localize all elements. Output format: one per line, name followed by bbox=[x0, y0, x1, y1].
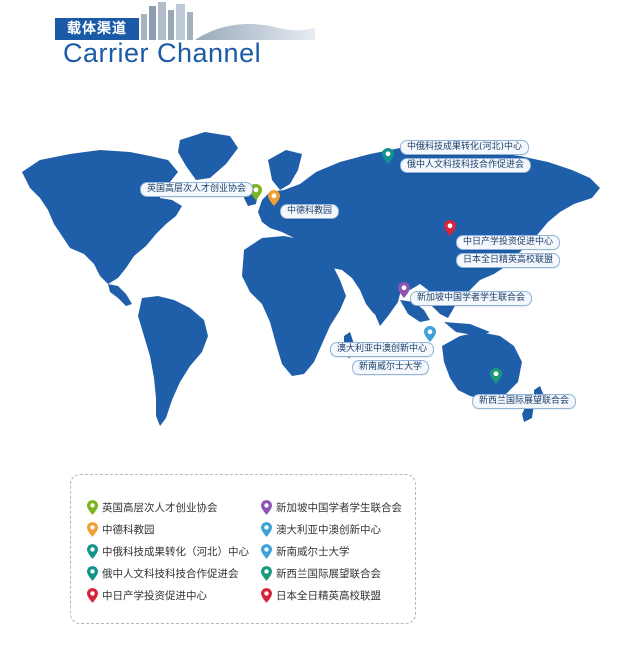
pin-red-icon bbox=[87, 587, 98, 603]
legend-item: 俄中人文科技科技合作促进会 bbox=[87, 565, 239, 581]
pin-red-icon bbox=[444, 220, 456, 236]
title-en: Carrier Channel bbox=[63, 38, 262, 68]
pin-orange-icon bbox=[268, 190, 280, 206]
pin-red-icon bbox=[261, 587, 272, 603]
map-label-nz: 新西兰国际展望联合会 bbox=[472, 394, 577, 409]
legend-item: 日本全日精英高校联盟 bbox=[261, 587, 381, 603]
title-cn: 载体渠道 bbox=[55, 18, 139, 40]
legend-item: 中德科教园 bbox=[87, 521, 155, 537]
legend-label: 俄中人文科技科技合作促进会 bbox=[102, 567, 239, 580]
legend-item: 新南威尔士大学 bbox=[261, 543, 350, 559]
legend-item: 澳大利亚中澳创新中心 bbox=[261, 521, 381, 537]
legend-item: 新加坡中国学者学生联合会 bbox=[261, 499, 402, 515]
pin-lime-icon bbox=[87, 499, 98, 515]
map-label-de: 中德科教园 bbox=[280, 204, 340, 219]
legend-label: 新加坡中国学者学生联合会 bbox=[276, 501, 402, 514]
legend-label: 中德科教园 bbox=[102, 523, 155, 536]
legend-item: 英国高层次人才创业协会 bbox=[87, 499, 218, 515]
legend-label: 新南威尔士大学 bbox=[276, 545, 350, 558]
pin-green-icon bbox=[490, 368, 502, 384]
pin-lightblue-icon bbox=[424, 326, 436, 342]
map-label-ru1: 中俄科技成果转化(河北)中心 bbox=[400, 140, 530, 155]
legend-item: 中俄科技成果转化（河北）中心 bbox=[87, 543, 249, 559]
legend-label: 日本全日精英高校联盟 bbox=[276, 589, 381, 602]
pin-teal-icon bbox=[87, 543, 98, 559]
pin-lightblue-icon bbox=[261, 543, 272, 559]
pin-teal-icon bbox=[87, 565, 98, 581]
legend-label: 新西兰国际展望联合会 bbox=[276, 567, 381, 580]
map-label-uk: 英国高层次人才创业协会 bbox=[140, 182, 254, 197]
legend-label: 中日产学投资促进中心 bbox=[102, 589, 207, 602]
map-label-jp2: 日本全日精英高校联盟 bbox=[456, 253, 561, 268]
pin-green-icon bbox=[261, 565, 272, 581]
legend-label: 澳大利亚中澳创新中心 bbox=[276, 523, 381, 536]
pin-teal-icon bbox=[382, 148, 394, 164]
map-label-au2: 新南威尔士大学 bbox=[352, 360, 430, 375]
legend-item: 新西兰国际展望联合会 bbox=[261, 565, 381, 581]
map-label-sg: 新加坡中国学者学生联合会 bbox=[410, 291, 533, 306]
map-label-ru2: 俄中人文科技科技合作促进会 bbox=[400, 158, 532, 173]
legend: 英国高层次人才创业协会 中德科教园 中俄科技成果转化（河北）中心 俄中人文科技科… bbox=[70, 474, 416, 624]
legend-item: 中日产学投资促进中心 bbox=[87, 587, 207, 603]
pin-orange-icon bbox=[87, 521, 98, 537]
legend-label: 英国高层次人才创业协会 bbox=[102, 501, 218, 514]
skyline-graphic bbox=[141, 2, 315, 40]
legend-label: 中俄科技成果转化（河北）中心 bbox=[102, 545, 249, 558]
pin-purple-icon bbox=[398, 282, 410, 298]
page-header: 载体渠道 Carrier Channel bbox=[55, 0, 315, 72]
map-label-jp1: 中日产学投资促进中心 bbox=[456, 235, 561, 250]
world-map: 英国高层次人才创业协会 中德科教园 中俄科技成果转化(河北)中心 俄中人文科技科… bbox=[0, 100, 629, 430]
map-label-au1: 澳大利亚中澳创新中心 bbox=[330, 342, 435, 357]
pin-purple-icon bbox=[261, 499, 272, 515]
pin-lightblue-icon bbox=[261, 521, 272, 537]
